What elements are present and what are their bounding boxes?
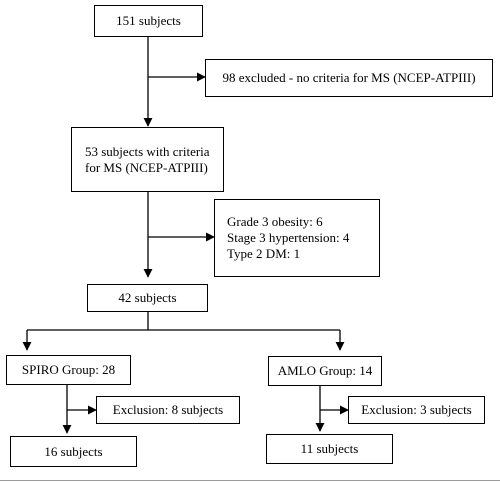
total-subjects-box: 151 subjects bbox=[94, 5, 203, 37]
remaining-subjects-box: 42 subjects bbox=[87, 284, 208, 312]
criteria-box: 53 subjects with criteria for MS (NCEP-A… bbox=[71, 127, 224, 192]
spiro-group-label: SPIRO Group: 28 bbox=[21, 362, 116, 377]
criteria-line-1: 53 subjects with criteria bbox=[85, 143, 210, 159]
excluded-first-box: 98 excluded - no criteria for MS (NCEP-A… bbox=[205, 59, 493, 97]
total-subjects-label: 151 subjects bbox=[116, 13, 181, 28]
spiro-final-label: 16 subjects bbox=[44, 443, 103, 459]
excluded-first-label: 98 excluded - no criteria for MS (NCEP-A… bbox=[222, 70, 476, 85]
amlo-exclusion-box: Exclusion: 3 subjects bbox=[348, 396, 485, 424]
remaining-subjects-label: 42 subjects bbox=[118, 290, 177, 305]
amlo-group-label: AMLO Group: 14 bbox=[277, 363, 373, 378]
spiro-exclusion-label: Exclusion: 8 subjects bbox=[112, 402, 224, 417]
exclusion-dm: Type 2 DM: 1 bbox=[227, 246, 301, 261]
amlo-final-box: 11 subjects bbox=[266, 434, 393, 464]
exclusion-hypertension: Stage 3 hypertension: 4 bbox=[227, 230, 350, 245]
spiro-exclusion-box: Exclusion: 8 subjects bbox=[96, 396, 240, 424]
exclusion-obesity: Grade 3 obesity: 6 bbox=[227, 214, 323, 229]
amlo-group-box: AMLO Group: 14 bbox=[268, 356, 382, 386]
spiro-group-box: SPIRO Group: 28 bbox=[6, 355, 131, 385]
amlo-exclusion-label: Exclusion: 3 subjects bbox=[361, 402, 472, 417]
exclusions-box: Grade 3 obesity: 6 Stage 3 hypertension:… bbox=[214, 199, 380, 277]
criteria-line-2: for MS (NCEP-ATPIII) bbox=[85, 159, 208, 175]
bottom-rule bbox=[0, 480, 500, 481]
spiro-final-box: 16 subjects bbox=[10, 436, 137, 467]
amlo-final-label: 11 subjects bbox=[300, 441, 359, 456]
